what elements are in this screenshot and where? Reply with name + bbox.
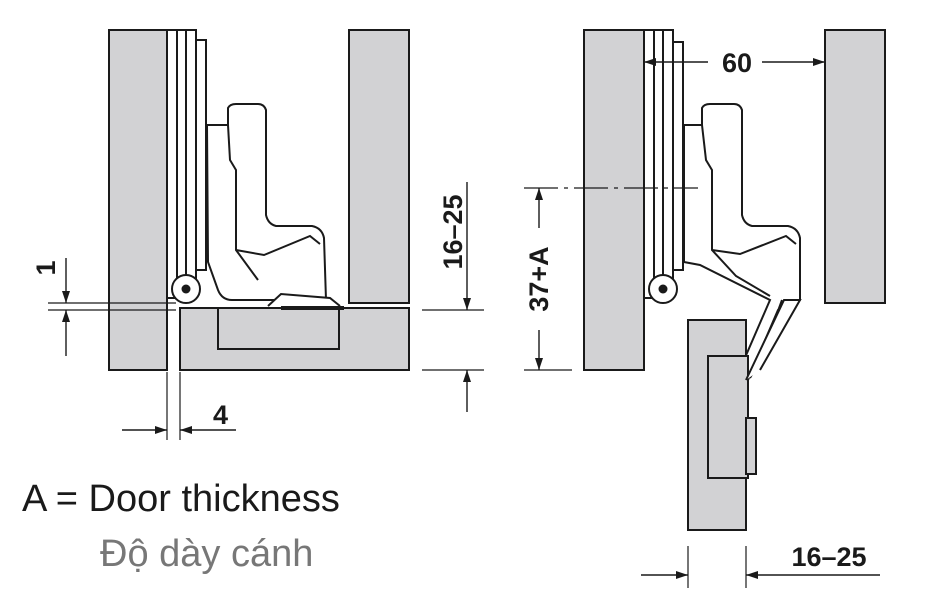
dimension-gap: 4: [122, 372, 236, 440]
dimension-gap-label: 4: [213, 400, 228, 430]
dimension-door-thickness-left-label: 16–25: [438, 194, 468, 269]
legend-definition: A = Door thickness: [22, 478, 340, 520]
dimension-door-thickness-right: 16–25: [641, 542, 880, 588]
closed-hinge-view: [108, 29, 410, 371]
legend-translation: Độ dày cánh: [100, 533, 314, 575]
cabinet-side-panel-right: [583, 29, 645, 371]
dimension-overlay-label: 1: [31, 260, 61, 275]
dimension-door-thickness-left: 16–25: [422, 182, 484, 412]
hinge-cup-left: [217, 307, 340, 350]
hinge-cup-right: [707, 355, 749, 479]
dimension-overlay-offset: 1: [31, 258, 176, 356]
mounting-plate-right: [643, 29, 684, 299]
open-hinge-view: [583, 29, 886, 531]
adjacent-panel-left: [348, 29, 410, 304]
dimension-height-formula-label: 37+A: [524, 246, 554, 311]
adjacent-panel-right: [824, 29, 886, 304]
dimension-clearance-label: 60: [722, 48, 752, 78]
dimension-clearance: 60: [644, 48, 825, 78]
dimension-door-thickness-right-label: 16–25: [791, 542, 866, 572]
hinge-arm-left: [205, 103, 328, 301]
dimension-height-formula: 37+A: [524, 187, 698, 371]
cabinet-side-panel-left: [108, 29, 168, 371]
mounting-plate-left: [166, 29, 207, 299]
